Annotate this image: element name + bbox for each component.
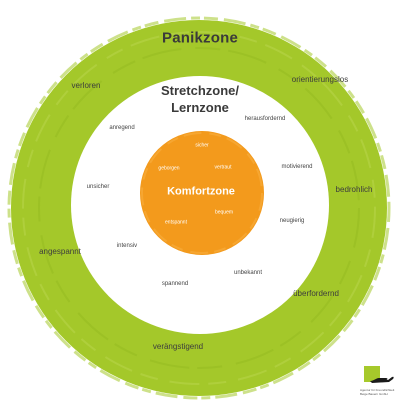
panic-zone-title: Panikzone <box>162 29 238 47</box>
stretch-word-neugierig: neugierig <box>279 218 305 224</box>
panic-word-verloren: verloren <box>71 81 101 90</box>
panic-word-verangstigend: verängstigend <box>152 342 204 351</box>
logo-green-square <box>364 366 380 382</box>
stretch-word-unsicher: unsicher <box>86 184 110 190</box>
footer-line2: Beige Bauern GmbH <box>360 391 388 396</box>
stretch-word-anregend: anregend <box>109 125 135 131</box>
panic-word-bedrohlich: bedrohlich <box>335 185 373 194</box>
hand-logo-icon <box>364 366 396 386</box>
stretch-word-spannend: spannend <box>161 281 189 287</box>
comfort-word-entspannt: entspannt <box>165 219 187 226</box>
comfort-zone-title: Komfortzone <box>167 185 235 198</box>
stretch-word-motivierend: motivierend <box>281 164 313 170</box>
panic-word-orientierungslos: orientierungslos <box>291 75 349 84</box>
comfort-word-sicher: sicher <box>195 142 209 149</box>
stretch-zone-title: Stretchzone/ Lernzone <box>161 83 239 117</box>
stretch-zone-title-line1: Stretchzone/ <box>160 83 240 98</box>
comfort-zone-disc <box>140 131 264 255</box>
comfort-word-bequem: bequem <box>214 209 234 216</box>
footer-text: Agentur für Freundlichkeit Beige Bauern … <box>360 388 395 396</box>
footer-line1: Agentur für Freundlichkeit <box>360 388 395 392</box>
stretch-word-herausfordernd: herausfordernd <box>244 116 286 122</box>
panic-word-ueberfordernd: überfordernd <box>293 289 339 298</box>
stretch-zone-title-line2: Lernzone <box>171 99 229 115</box>
comfort-word-geborgen: geborgen <box>158 165 180 172</box>
hand-icon <box>370 376 394 383</box>
stretch-word-intensiv: intensiv <box>116 243 138 249</box>
stretch-word-unbekannt: unbekannt <box>233 270 263 276</box>
comfort-word-vertraut: vertraut <box>214 164 232 171</box>
panic-word-angespannt: angespannt <box>39 247 81 256</box>
